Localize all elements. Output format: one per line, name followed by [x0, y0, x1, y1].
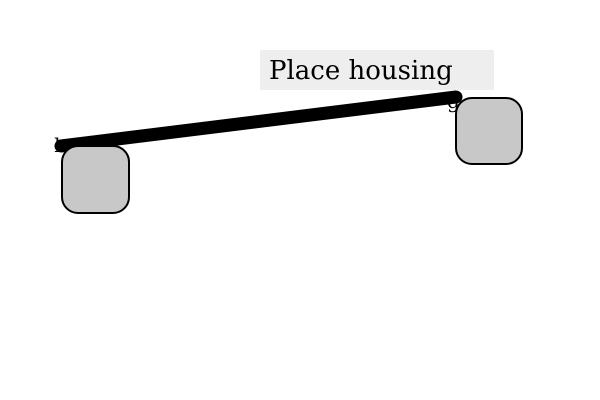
- node-label-right: g: [447, 89, 460, 113]
- rod[interactable]: [54, 90, 463, 153]
- housing-right[interactable]: [455, 97, 523, 165]
- instruction-box: Place housing: [260, 50, 494, 90]
- instruction-text: Place housing: [269, 56, 453, 86]
- housing-left[interactable]: [61, 145, 130, 214]
- node-label-left: h: [54, 133, 67, 157]
- instruction-background: [260, 50, 494, 90]
